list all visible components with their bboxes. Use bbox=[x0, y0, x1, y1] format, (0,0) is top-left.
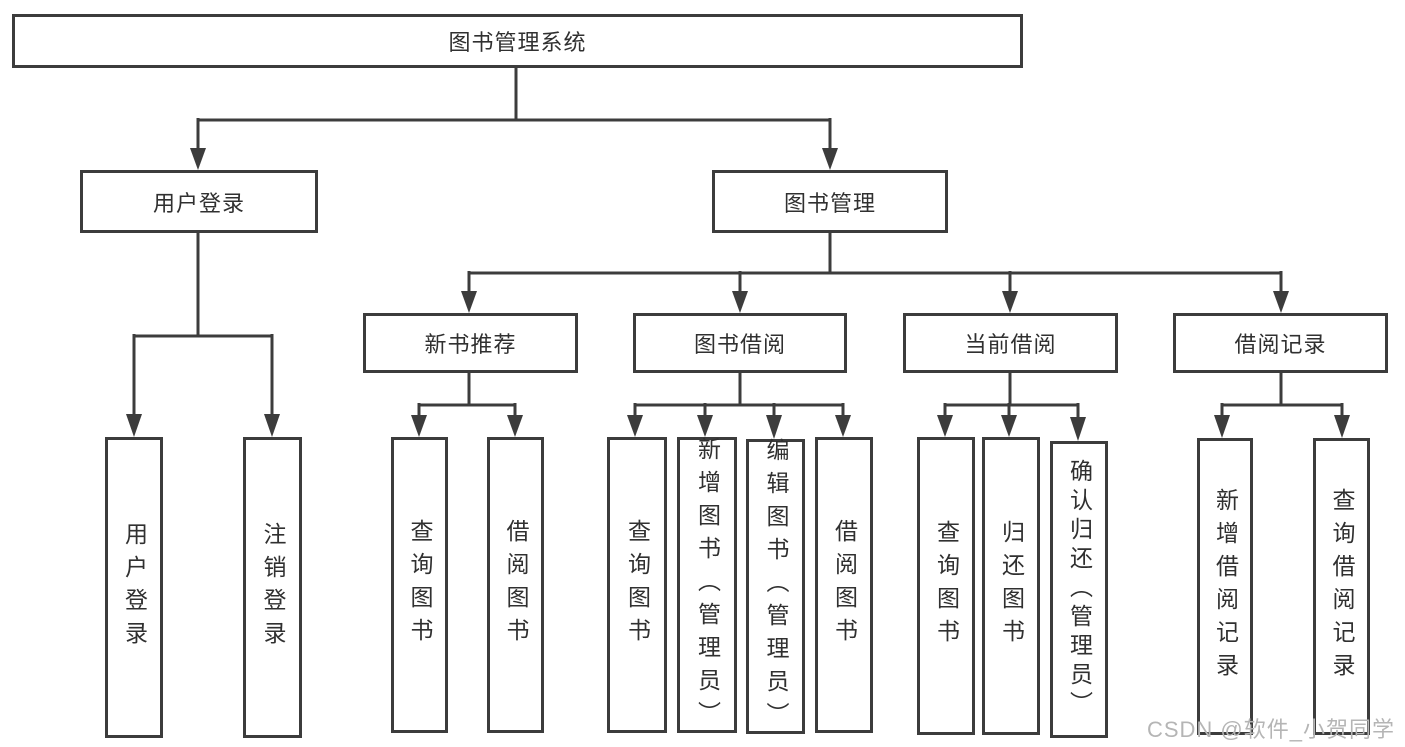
leaf-label: 查询借阅记录 bbox=[1329, 487, 1355, 686]
leaf-label: 借阅图书 bbox=[503, 519, 529, 651]
node-root-label: 图书管理系统 bbox=[448, 30, 587, 55]
group-label: 新书推荐 bbox=[424, 332, 517, 357]
arrow-down-icon bbox=[937, 415, 953, 437]
node-add-book-admin: 新增图书（管理员） bbox=[677, 436, 737, 734]
leaf-label: 新增图书（管理员） bbox=[694, 436, 721, 734]
connector-book-management-branch bbox=[461, 233, 1289, 313]
arrow-down-icon bbox=[126, 414, 142, 437]
node-book-management: 图书管理 bbox=[712, 170, 948, 233]
arrow-down-icon bbox=[766, 415, 782, 439]
leaf-label: 新增借阅记录 bbox=[1212, 487, 1239, 686]
node-query-books: 查询图书 bbox=[391, 437, 448, 733]
node-query-books: 查询图书 bbox=[917, 437, 975, 735]
leaf-label: 用户登录 bbox=[121, 521, 148, 654]
leaf-label: 查询图书 bbox=[407, 519, 433, 651]
leaf-label: 查询图书 bbox=[624, 519, 651, 651]
leaf-label: 编辑图书（管理员） bbox=[763, 438, 789, 735]
node-borrow-books: 借阅图书 bbox=[487, 437, 544, 733]
connector-new-book-group bbox=[411, 373, 523, 437]
leaf-label: 归还图书 bbox=[998, 520, 1025, 652]
node-root: 图书管理系统 bbox=[12, 14, 1023, 68]
node-new-book-recommend: 新书推荐 bbox=[363, 313, 578, 373]
arrow-down-icon bbox=[627, 415, 643, 437]
node-book-management-label: 图书管理 bbox=[783, 190, 876, 216]
connector-current-borrow-group bbox=[937, 373, 1086, 441]
node-user-login-label: 用户登录 bbox=[152, 190, 245, 216]
arrow-down-icon bbox=[1002, 291, 1018, 313]
leaf-label: 查询图书 bbox=[933, 520, 960, 652]
arrow-down-icon bbox=[1214, 415, 1230, 438]
node-logout-action: 注销登录 bbox=[243, 437, 302, 738]
node-query-books: 查询图书 bbox=[607, 437, 667, 733]
node-add-borrow-record: 新增借阅记录 bbox=[1197, 438, 1253, 735]
node-book-borrow: 图书借阅 bbox=[633, 313, 847, 373]
node-query-borrow-record: 查询借阅记录 bbox=[1313, 438, 1370, 735]
connector-user-login-branch bbox=[126, 233, 280, 437]
arrow-down-icon bbox=[1273, 291, 1289, 313]
node-user-login: 用户登录 bbox=[80, 170, 318, 233]
arrow-down-icon bbox=[411, 415, 427, 437]
leaf-label: 借阅图书 bbox=[831, 519, 858, 651]
node-current-borrow: 当前借阅 bbox=[903, 313, 1118, 373]
arrow-down-icon bbox=[697, 415, 713, 437]
connector-root-to-branches bbox=[190, 68, 838, 170]
node-borrow-books: 借阅图书 bbox=[815, 437, 873, 733]
arrow-down-icon bbox=[507, 415, 523, 437]
csdn-watermark: CSDN @软件_小贺同学 bbox=[1146, 717, 1395, 742]
connector-book-borrow-group bbox=[627, 373, 851, 439]
group-label: 图书借阅 bbox=[693, 332, 786, 357]
arrow-down-icon bbox=[264, 414, 280, 437]
arrow-down-icon bbox=[732, 291, 748, 313]
arrow-down-icon bbox=[1334, 415, 1350, 438]
connector-borrow-records-group bbox=[1214, 373, 1350, 438]
node-confirm-return-admin: 确认归还（管理员） bbox=[1050, 441, 1108, 738]
arrow-down-icon bbox=[461, 291, 477, 313]
arrow-down-icon bbox=[1070, 417, 1086, 441]
arrow-down-icon bbox=[1001, 415, 1017, 437]
node-return-books: 归还图书 bbox=[982, 437, 1040, 735]
arrow-down-icon bbox=[190, 148, 206, 170]
arrow-down-icon bbox=[835, 415, 851, 437]
leaf-label: 注销登录 bbox=[260, 521, 286, 654]
arrow-down-icon bbox=[822, 148, 838, 170]
node-borrow-records: 借阅记录 bbox=[1173, 313, 1388, 373]
node-edit-book-admin: 编辑图书（管理员） bbox=[746, 438, 805, 735]
node-user-login-action: 用户登录 bbox=[105, 437, 163, 738]
leaf-label: 确认归还（管理员） bbox=[1066, 459, 1093, 720]
group-label: 当前借阅 bbox=[964, 332, 1057, 357]
group-label: 借阅记录 bbox=[1234, 332, 1327, 357]
